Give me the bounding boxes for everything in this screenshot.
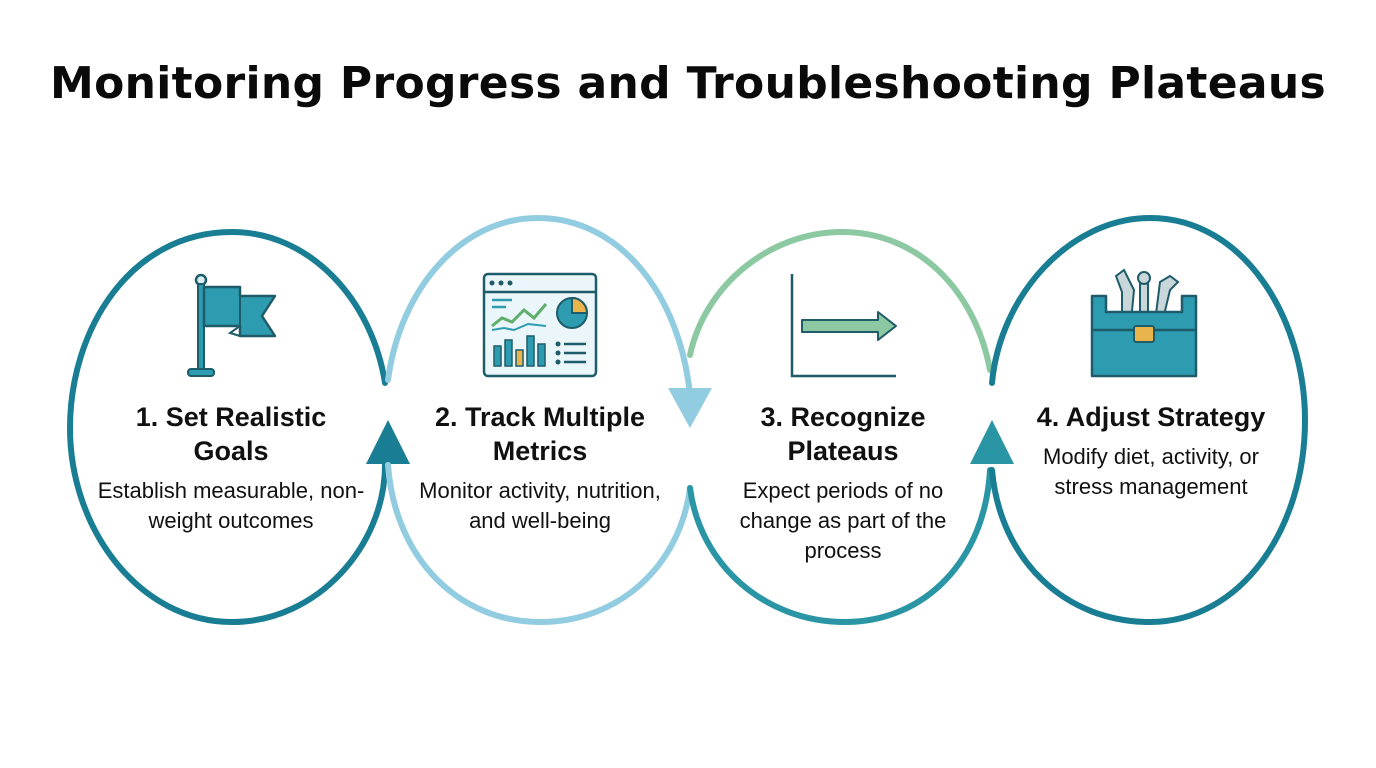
- loop-1-arrowhead: [366, 420, 410, 464]
- loop-2-lower-arc: [385, 462, 693, 626]
- flag-icon: [187, 273, 277, 377]
- loop-3-lower-arc: [687, 467, 993, 626]
- loop-2-arc: [385, 214, 693, 398]
- step-3-title: 3. Recognize Plateaus: [760, 402, 926, 466]
- loop-3-arrowhead: [970, 420, 1014, 464]
- step-2-description: Monitor activity, nutrition, and well-be…: [419, 478, 661, 533]
- step-4-title: 4. Adjust Strategy: [1036, 402, 1266, 432]
- page-title: Monitoring Progress and Troubleshooting …: [50, 58, 1326, 109]
- loop-3-upper-arc: [687, 228, 993, 373]
- step-1-title: 1. Set Realistic Goals: [135, 402, 327, 466]
- step-3: 3. Recognize Plateaus Expect periods of …: [708, 400, 978, 566]
- loop-2-arrowhead: [668, 388, 712, 428]
- step-1-description: Establish measurable, non-weight outcome…: [97, 478, 365, 533]
- dashboard-chart-icon: [482, 272, 598, 378]
- step-2: 2. Track Multiple Metrics Monitor activi…: [405, 400, 675, 536]
- step-1: 1. Set Realistic Goals Establish measura…: [96, 400, 366, 536]
- step-4: 4. Adjust Strategy Modify diet, activity…: [1016, 400, 1286, 502]
- step-3-description: Expect periods of no change as part of t…: [739, 478, 947, 563]
- step-2-title: 2. Track Multiple Metrics: [434, 402, 646, 466]
- step-4-description: Modify diet, activity, or stress managem…: [1043, 444, 1259, 499]
- loop-4-arc: [989, 214, 1309, 626]
- loop-1-arc: [66, 228, 388, 626]
- plateau-graph-icon: [790, 274, 897, 378]
- toolbox-icon: [1090, 268, 1198, 378]
